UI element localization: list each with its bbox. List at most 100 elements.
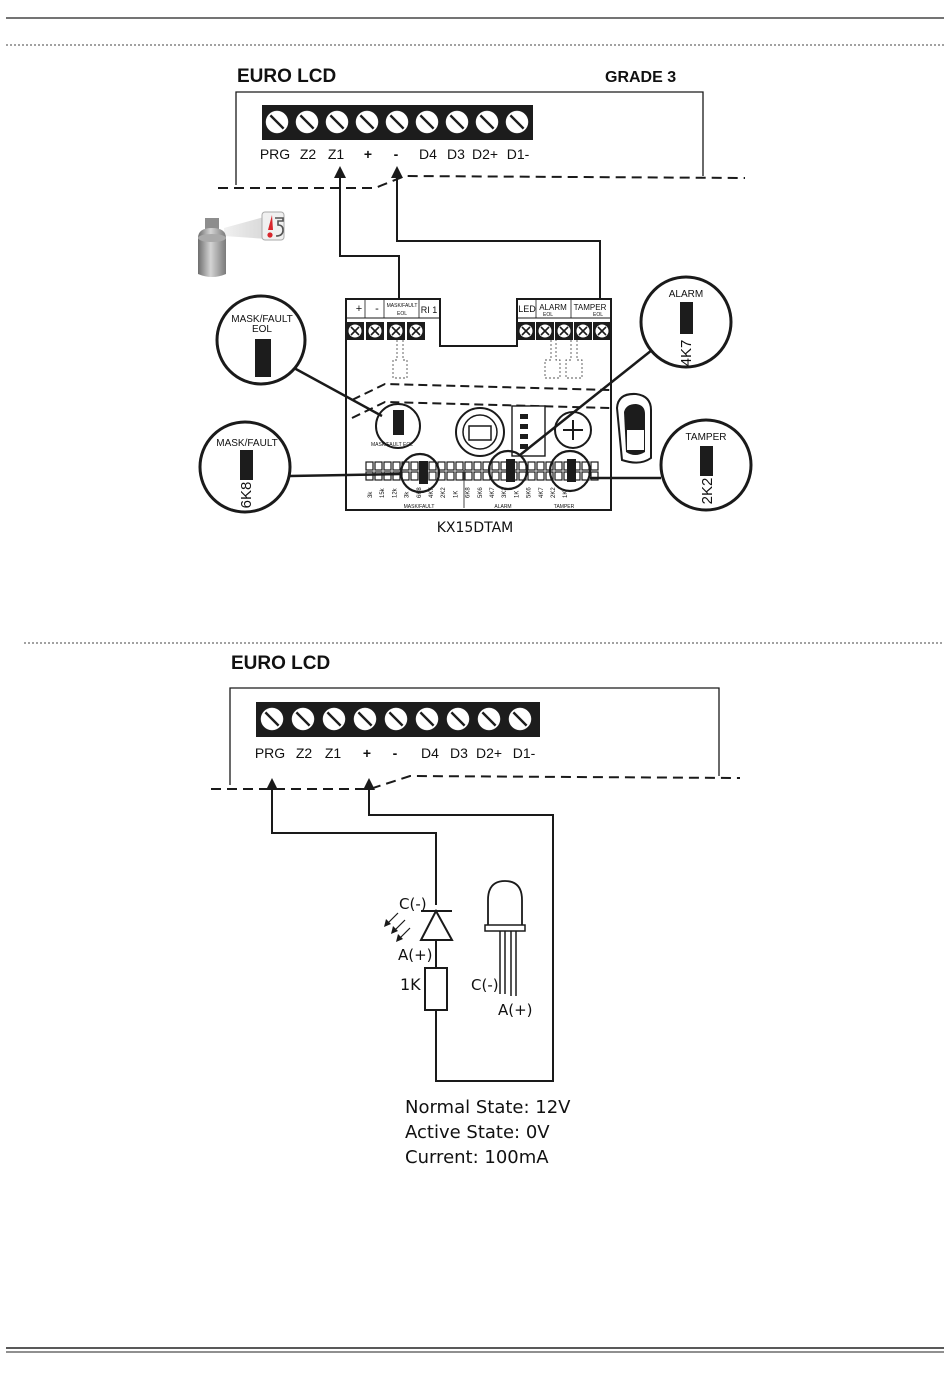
jumper-pin: [590, 461, 599, 471]
jumper-pin: [428, 461, 437, 471]
jumper-pin: [428, 471, 437, 481]
circuit-wires: [271, 780, 554, 1082]
resistor-label: 1K: [400, 975, 421, 994]
jumper-pin: [446, 471, 455, 481]
jumper-pin: [527, 461, 536, 471]
resistor-value-label: 3k: [405, 491, 411, 498]
panel-cut-line: [218, 174, 746, 189]
terminal-label: D1-: [507, 146, 530, 162]
state-note: Active State: 0V: [405, 1122, 550, 1143]
terminal-label: D3: [447, 146, 465, 162]
jumper-block: [240, 450, 253, 480]
terminal-label: +: [363, 745, 371, 761]
terminal-label: -: [394, 146, 399, 162]
state-note: Current: 100mA: [405, 1147, 549, 1168]
led-cathode-label: C(-): [471, 976, 499, 994]
jumper-pin: [554, 471, 563, 481]
detector-terminal-block: + - MASK/FAULT EOL RI 1 LED ALARM EOL TA…: [345, 298, 612, 511]
terminal-label: PRG: [255, 745, 285, 761]
panel-title: EURO LCD: [237, 66, 336, 87]
resistor-symbol: [424, 967, 448, 1011]
resistor-value-label: 2K2: [441, 487, 447, 498]
terminal-label: Z1: [325, 745, 342, 761]
callout-maskfault-eol: MASK/FAULT EOL: [215, 294, 383, 418]
callout-value: 4K7: [678, 340, 695, 367]
terminal-label: +: [364, 146, 372, 162]
state-note: Normal State: 12V: [405, 1097, 571, 1118]
jumper-pin: [554, 461, 563, 471]
det-term-minus: -: [375, 303, 379, 315]
det-term-maskfault: MASK/FAULT: [387, 303, 418, 309]
det-term-alarm-sub: EOL: [543, 312, 553, 318]
wires: [339, 170, 601, 299]
jumper-pin: [464, 471, 473, 481]
arrow-z1: [334, 166, 346, 178]
terminal-label: Z1: [328, 146, 345, 162]
jumper-pin: [455, 471, 464, 481]
resistor-value-label: 12k: [392, 487, 398, 498]
resistor-value-label: 4K7: [490, 487, 496, 498]
callout-text: ALARM: [669, 289, 703, 300]
detector-housing: [615, 392, 652, 464]
fitted-jumper: [506, 459, 515, 482]
callout-text: TAMPER: [686, 432, 727, 443]
det-term-maskfault-sub: EOL: [397, 311, 407, 317]
resistor-value-label: 1K: [453, 491, 459, 498]
jumper-pin: [473, 461, 482, 471]
det-term-tamper-sub: EOL: [593, 312, 603, 318]
terminal-strip: [256, 702, 540, 737]
panel-outline: [229, 687, 720, 785]
det-term-plus: +: [356, 303, 362, 315]
panel-cut-line: [211, 774, 741, 790]
terminal-label: D4: [419, 146, 437, 162]
terminal-label: D1-: [513, 745, 536, 761]
terminal-label: D3: [450, 745, 468, 761]
fitted-jumper: [419, 461, 428, 484]
jumper-pin: [536, 461, 545, 471]
led-component-icon: [484, 880, 526, 996]
jumper-pin: [374, 471, 383, 481]
callout-tamper: TAMPER 2K2: [590, 418, 753, 512]
resistor-value-label: 15k: [380, 487, 386, 498]
det-term-tamper: TAMPER: [574, 303, 607, 312]
jumper-pin: [491, 471, 500, 481]
terminal-label: D4: [421, 745, 439, 761]
jumper-pin: [491, 461, 500, 471]
board-group-maskfault: MASK/FAULT: [404, 504, 435, 510]
jumper-block: [680, 302, 693, 334]
grade-label: GRADE 3: [605, 69, 676, 86]
jumper-pin: [410, 471, 419, 481]
spray-can-icon: [198, 211, 285, 277]
jumper-pin: [383, 461, 392, 471]
resistor-value-label: 4K7: [539, 487, 545, 498]
diagram-1: EURO LCD GRADE 3 PRG Z2 Z1 + - D4 D3 D2+…: [198, 66, 753, 536]
jumper-pin: [392, 461, 401, 471]
board-label-maskfault-eol: MASK/FAULT EOL: [371, 442, 413, 448]
terminal-label: -: [393, 745, 398, 761]
det-term-ri: RI 1: [421, 305, 438, 315]
page-footer-rules: [6, 1347, 944, 1353]
jumper-pin: [455, 461, 464, 471]
terminal-labels: PRG Z2 Z1 + - D4 D3 D2+ D1-: [255, 745, 536, 761]
jumper-pin: [365, 471, 374, 481]
resistor-value-label: 3K3: [502, 487, 508, 498]
resistor-value-label: 1K: [563, 491, 569, 498]
detector-model: KX15DTAM: [437, 520, 514, 536]
page-header-rules: [6, 17, 944, 46]
callout-maskfault: MASK/FAULT 6K8: [198, 420, 402, 514]
resistor-value-label: 5K6: [527, 487, 533, 498]
jumper-pin: [464, 461, 473, 471]
jumper-pin: [374, 461, 383, 471]
jumper-pin: [392, 471, 401, 481]
jumper-pin: [410, 461, 419, 471]
jumper-pin: [383, 471, 392, 481]
resistor-value-label: 3k: [368, 491, 374, 498]
panel-outline: [235, 91, 704, 185]
det-term-alarm: ALARM: [539, 303, 567, 312]
callout-value: 2K2: [699, 478, 716, 505]
diagram-2: EURO LCD PRG Z2 Z1 + - D4 D3 D2+ D1-: [211, 653, 741, 1168]
terminal-strip: [262, 105, 533, 140]
terminal-label: D2+: [476, 745, 502, 761]
callout-text: EOL: [252, 324, 272, 335]
terminal-labels: PRG Z2 Z1 + - D4 D3 D2+ D1-: [260, 146, 530, 162]
